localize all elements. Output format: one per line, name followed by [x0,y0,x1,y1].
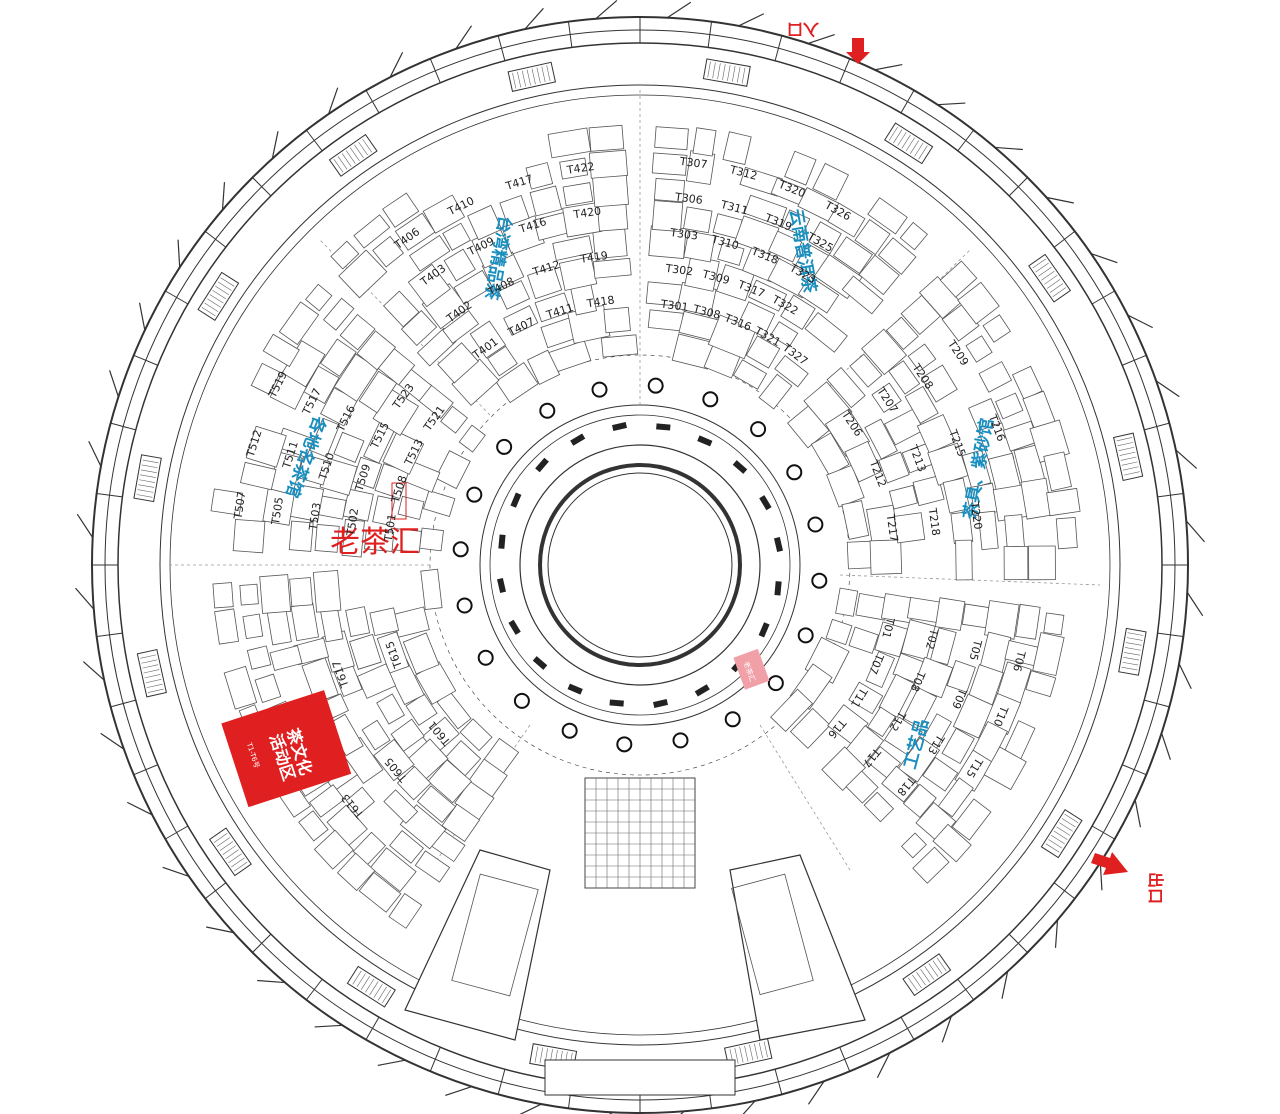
booth-code: T302 [664,262,694,279]
booth-code: T420 [572,204,602,221]
booth-code: T06 [1010,649,1028,673]
booth-code: T220 [968,500,985,530]
exit-marker: 出口 [1091,852,1165,904]
pillar-ring [452,377,828,753]
service-blocks [404,849,866,1096]
entrance-marker: 入口 [787,20,870,64]
booth-code: T01 [879,615,897,639]
booth-code: T419 [578,249,608,266]
booth-code: T502 [344,507,361,537]
entrance-arrow-icon [846,38,870,64]
booth-code: T505 [269,496,286,526]
facade-ticks [75,0,1205,1114]
booth-code: T422 [565,160,595,177]
booth-code: T507 [231,491,248,521]
pink-booth[interactable]: 老茶汇 [733,648,770,690]
booth-code: T217 [883,512,900,542]
booth-code: T418 [585,293,615,310]
booth-code: T303 [669,226,699,243]
booth-code: T501 [382,513,399,543]
booth-code: T306 [673,190,703,207]
booth-code: T417 [503,172,534,193]
center-label: 老茶汇 [330,525,420,560]
booth-code: T209 [944,337,971,368]
booth-code: T301 [659,297,689,314]
exit-label: 出口 [1146,872,1165,904]
booth-code: T311 [718,198,749,218]
tea-culture-activity-area[interactable]: 茶文化 活动区 T1-T6号 [221,690,352,808]
exit-arrow-icon [1091,852,1128,875]
core-grid [584,777,696,889]
booth-code: T307 [678,155,708,172]
booth-code: T503 [306,502,323,532]
booth-code: T218 [926,506,943,536]
booth-layout [210,124,1081,929]
highlight-booth-outline [391,482,407,520]
booth-code: T05 [967,638,985,662]
booth-code: T02 [923,626,941,650]
entrance-label: 入口 [787,20,819,39]
